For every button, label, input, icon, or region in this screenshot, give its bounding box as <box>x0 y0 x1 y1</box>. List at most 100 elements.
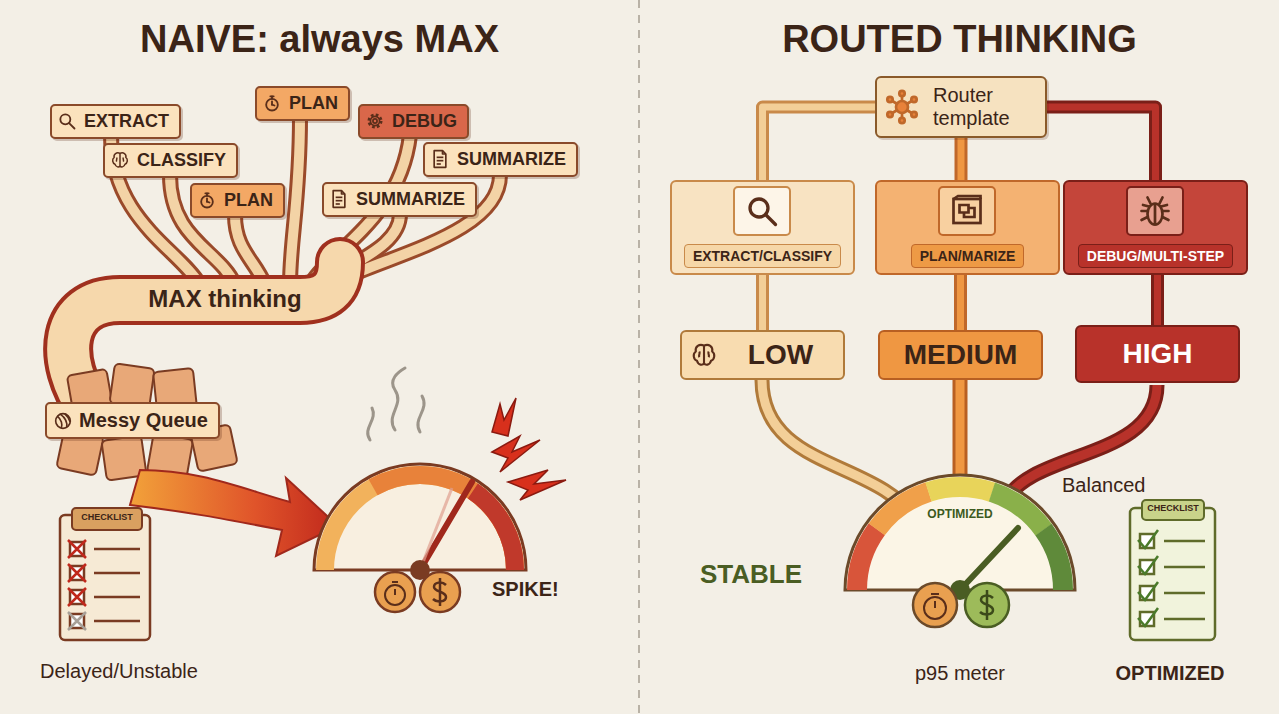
row-line <box>94 572 140 575</box>
node-label: PLAN <box>224 190 273 210</box>
brain-icon <box>694 345 715 365</box>
row-line <box>94 620 140 623</box>
status-label: Delayed/Unstable <box>40 660 198 683</box>
panel-title: NAIVE: always MAX <box>0 18 639 62</box>
meter-label: p95 meter <box>900 662 1020 685</box>
gauge-body <box>314 464 526 570</box>
needle-blur <box>420 488 452 570</box>
node-label: SUMMARIZE <box>356 189 465 209</box>
clipboard-title: CHECKLIST <box>1142 503 1204 513</box>
flame-arrow <box>130 470 338 556</box>
connector-outline <box>955 138 968 180</box>
level-box: HIGH <box>1075 325 1240 383</box>
connector-outline <box>756 275 769 330</box>
task-tag: SUMMARIZE <box>423 142 578 177</box>
gauge-body <box>845 475 1075 590</box>
branch <box>290 118 300 285</box>
stopwatch-hands <box>931 594 939 608</box>
spike-bolts <box>492 398 566 500</box>
dollar-coin <box>965 583 1009 627</box>
clipboard-clip <box>1142 500 1204 520</box>
connector-outline <box>763 107 876 180</box>
task-tag: EXTRACT <box>50 104 181 139</box>
stopwatch-icon <box>201 193 213 207</box>
queue-tag: Messy Queue <box>45 402 220 439</box>
stopwatch-hands <box>392 582 398 595</box>
connector-outline <box>1047 107 1156 180</box>
stopwatch-icon <box>266 96 278 110</box>
panel-title: ROUTED THINKING <box>640 18 1279 62</box>
router-box: Router template <box>875 76 1047 138</box>
category-card: EXTRACT/CLASSIFY <box>670 180 855 275</box>
connector-fill <box>958 138 965 180</box>
flow-connector <box>961 138 962 180</box>
x-mark <box>68 564 86 582</box>
row-line <box>1164 618 1205 621</box>
steam-wisp <box>418 396 424 432</box>
band-label: MAX thinking <box>120 285 330 313</box>
task-tag: CLASSIFY <box>103 143 238 178</box>
connector-fill <box>763 107 876 180</box>
row-line <box>1164 592 1205 595</box>
high-band <box>1005 385 1157 502</box>
connector-fill <box>759 275 766 330</box>
node-label: DEBUG <box>392 111 457 131</box>
icon-box <box>1127 187 1183 235</box>
connector-outline <box>954 275 967 330</box>
task-tag: PLAN <box>190 183 285 218</box>
brain-icon <box>113 153 128 167</box>
gauge-ring <box>325 475 515 570</box>
high-band-outline <box>1005 385 1157 502</box>
tag-icons <box>56 96 446 428</box>
document-icon <box>333 191 345 208</box>
level-box: MEDIUM <box>878 330 1043 380</box>
magnifier-icon <box>60 114 74 128</box>
dollar-sign <box>980 590 993 620</box>
stopwatch-coin <box>375 572 415 612</box>
steam-wisp <box>368 408 374 440</box>
bolt <box>492 436 540 472</box>
node-label: HIGH <box>1123 338 1193 370</box>
check-mark <box>1138 608 1158 626</box>
x-mark <box>68 612 86 630</box>
flow-connector <box>1157 275 1158 325</box>
row-line <box>1164 566 1205 569</box>
dollar-coin <box>420 572 460 612</box>
flow-connector <box>762 275 763 330</box>
medium-band <box>956 380 965 485</box>
gauge-label: Balanced <box>1062 474 1145 497</box>
node-label: PLAN <box>289 93 338 113</box>
gauge-ring <box>325 475 515 570</box>
icon-box <box>939 187 995 235</box>
clipboard-title: CHECKLIST <box>72 512 142 522</box>
flow-connector <box>960 275 961 330</box>
status-label: OPTIMIZED <box>1085 662 1255 685</box>
bolt <box>492 398 516 436</box>
gauge-needle <box>420 482 472 570</box>
row-line <box>94 596 140 599</box>
node-label: PLAN/MARIZE <box>911 244 1025 268</box>
checklist-rows <box>1138 530 1205 626</box>
task-tag: DEBUG <box>358 104 469 139</box>
clipboard <box>1130 508 1215 640</box>
flow-connector <box>1047 107 1156 180</box>
node-label: LOW <box>748 339 813 371</box>
x-mark <box>68 588 86 606</box>
stopwatch-coin <box>913 583 957 627</box>
document-icon <box>434 151 446 168</box>
magnifier-icon <box>750 199 776 225</box>
status-label: STABLE <box>700 560 802 590</box>
node-label: Router template <box>933 84 1010 129</box>
node-label: SUMMARIZE <box>457 149 566 169</box>
x-mark <box>68 540 86 558</box>
node-label: MEDIUM <box>904 339 1018 371</box>
task-tag: SUMMARIZE <box>322 182 477 217</box>
row-line <box>1164 540 1205 543</box>
level-box: LOW <box>680 330 845 380</box>
connector-fill <box>957 275 964 330</box>
gauge-ring <box>325 475 515 570</box>
steam-wisp <box>392 368 405 430</box>
row-line <box>94 548 140 551</box>
gauge-label: OPTIMIZED <box>910 508 1010 522</box>
checklist-rows <box>68 540 140 630</box>
